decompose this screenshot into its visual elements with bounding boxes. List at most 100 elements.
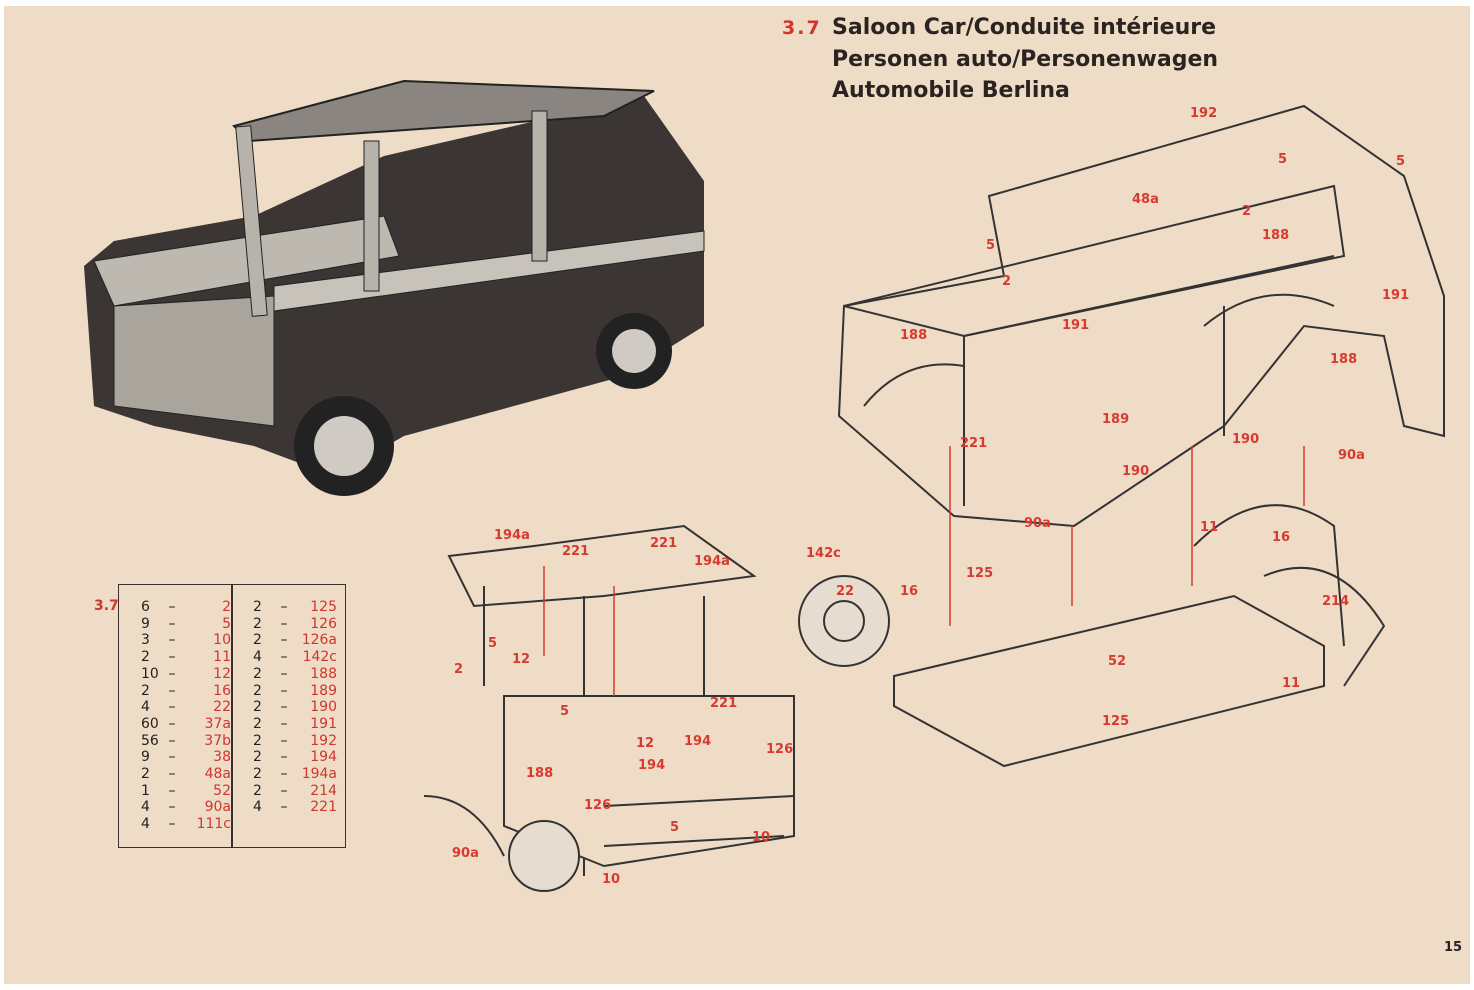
part-quantity: 56 [141, 732, 159, 749]
dash: – [168, 766, 176, 783]
dash: – [168, 749, 176, 766]
dash: – [280, 799, 288, 816]
part-quantity: 2 [253, 782, 262, 799]
part-callout: 5 [1278, 152, 1288, 167]
dash: – [168, 699, 176, 716]
parts-row: 2–11 [141, 649, 231, 666]
parts-row: 4–111c [141, 816, 231, 833]
part-quantity: 4 [253, 799, 262, 816]
part-callout: 214 [1322, 594, 1350, 609]
part-callout: 52 [1108, 654, 1127, 669]
part-callout: 2 [1002, 274, 1012, 289]
dash: – [280, 632, 288, 649]
part-callout: 90a [1338, 448, 1365, 463]
part-number: 52 [213, 782, 231, 799]
part-callout: 221 [650, 536, 678, 551]
car-photo [84, 79, 705, 496]
dash: – [280, 665, 288, 682]
dash: – [168, 782, 176, 799]
parts-row: 2–191 [253, 716, 337, 733]
part-number: 11 [213, 649, 231, 666]
parts-row: 2–192 [253, 733, 337, 750]
dash: – [168, 649, 176, 666]
part-number: 37b [204, 732, 231, 749]
part-quantity: 3 [141, 632, 150, 649]
part-number: 126 [310, 615, 337, 632]
part-callout: 189 [1102, 412, 1130, 427]
part-callout: 12 [512, 652, 531, 667]
parts-row: 4–90a [141, 799, 231, 816]
dash: – [280, 766, 288, 783]
part-number: 5 [222, 615, 231, 632]
part-callout: 2 [454, 662, 464, 677]
dash: – [280, 749, 288, 766]
part-number: 221 [310, 799, 337, 816]
part-quantity: 2 [253, 732, 262, 749]
part-quantity: 10 [141, 665, 159, 682]
part-callout: 191 [1062, 318, 1090, 333]
part-callout: 48a [1132, 192, 1159, 207]
part-callout: 5 [1396, 154, 1406, 169]
dash: – [168, 632, 176, 649]
part-callout: 126 [584, 798, 612, 813]
part-quantity: 2 [253, 665, 262, 682]
parts-row: 9–38 [141, 749, 231, 766]
part-number: 214 [310, 782, 337, 799]
part-callout: 11 [1200, 520, 1219, 535]
part-quantity: 2 [253, 599, 262, 615]
assembly-arrows [543, 446, 1305, 696]
page-number: 15 [1444, 940, 1463, 955]
part-quantity: 2 [253, 682, 262, 699]
part-callout: 125 [1102, 714, 1130, 729]
parts-row: 2–48a [141, 766, 231, 783]
part-callout: 16 [1272, 530, 1291, 545]
part-number: 10 [213, 632, 231, 649]
part-number: 194 [310, 749, 337, 766]
parts-divider [231, 585, 233, 847]
part-callout: 221 [562, 544, 590, 559]
parts-row: 56– 37b [141, 733, 231, 750]
parts-row: 2–125 [253, 599, 337, 616]
part-quantity: 9 [141, 615, 150, 632]
dash: – [280, 715, 288, 732]
title-line-3: Automobile Berlina [832, 78, 1070, 103]
part-callout: 2 [1242, 204, 1252, 219]
parts-row: 4 –142c [253, 649, 337, 666]
part-number: 142c [302, 649, 337, 666]
part-quantity: 4 [141, 699, 150, 716]
parts-row: 9–5 [141, 616, 231, 633]
dash: – [280, 732, 288, 749]
dash: – [280, 615, 288, 632]
dash: – [168, 816, 176, 833]
part-callout: 10 [602, 872, 621, 887]
part-callout: 10 [752, 830, 771, 845]
part-number: 111c [196, 816, 231, 833]
part-quantity: 60 [141, 715, 159, 732]
part-callout: 221 [710, 696, 738, 711]
part-callout: 190 [1232, 432, 1260, 447]
part-number: 90a [204, 799, 231, 816]
part-callout: 5 [986, 238, 996, 253]
part-callout: 188 [900, 328, 928, 343]
part-callout: 125 [966, 566, 994, 581]
part-callout: 11 [1282, 676, 1301, 691]
part-number: 194a [301, 766, 337, 783]
part-number: 126a [301, 632, 337, 649]
part-number: 189 [310, 682, 337, 699]
parts-row: 2–16 [141, 683, 231, 700]
part-quantity: 2 [253, 632, 262, 649]
part-callout: 90a [1024, 516, 1051, 531]
part-quantity: 4 [253, 649, 262, 666]
dash: – [280, 649, 288, 666]
illustrations [84, 79, 1445, 892]
part-number: 48a [204, 766, 231, 783]
part-callout: 5 [560, 704, 570, 719]
part-callout: 90a [452, 846, 479, 861]
dash: – [168, 732, 176, 749]
part-quantity: 6 [141, 599, 150, 615]
part-callout: 142c [806, 546, 841, 561]
part-callout: 194 [638, 758, 666, 773]
part-number: 12 [213, 665, 231, 682]
